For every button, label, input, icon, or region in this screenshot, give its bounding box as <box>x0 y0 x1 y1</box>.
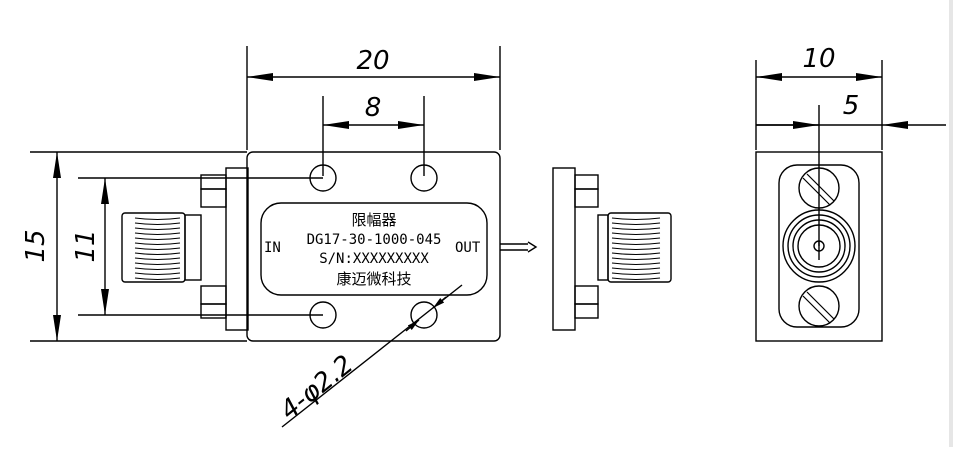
port-label-in: IN <box>264 240 281 256</box>
mount-hole <box>410 164 438 192</box>
input-connector <box>121 167 249 331</box>
page-edge <box>949 0 953 447</box>
thread-line <box>134 222 181 226</box>
dim-text-10: 10 <box>802 44 835 74</box>
thread-line <box>134 272 181 276</box>
side-profile-view <box>552 167 672 331</box>
hole-callout-text: 4-φ2.2 <box>275 350 359 426</box>
thread-line <box>134 242 181 246</box>
thread-line <box>611 247 661 251</box>
thread-line <box>611 227 661 231</box>
thread-line <box>611 257 661 261</box>
thread-line <box>611 267 661 271</box>
connector-face <box>782 209 856 283</box>
thread-line <box>134 247 181 251</box>
thread-line <box>611 272 661 276</box>
thread-line <box>134 262 181 266</box>
thread-line <box>134 227 181 231</box>
thread-line <box>611 252 661 256</box>
thread-line <box>611 242 661 246</box>
thread-line <box>134 232 181 236</box>
dim-overall-height <box>30 151 247 342</box>
hole-callout-leader <box>281 284 463 428</box>
nameplate-title: 限幅器 <box>351 211 396 229</box>
thread-line <box>611 232 661 236</box>
screw-head <box>798 285 840 327</box>
mount-hole <box>410 301 438 329</box>
thread-line <box>611 237 661 241</box>
thread-line <box>611 217 661 221</box>
dim-text-8: 8 <box>365 93 382 123</box>
nameplate-serial: S/N:XXXXXXXXX <box>319 251 429 267</box>
thread-line <box>134 267 181 271</box>
port-label-out: OUT <box>455 240 481 256</box>
dim-hole-spacing <box>322 96 425 176</box>
mount-hole <box>309 301 337 329</box>
screw-head <box>798 167 840 209</box>
output-pin <box>500 241 538 253</box>
limiter-body <box>246 151 501 342</box>
nameplate <box>260 202 488 296</box>
thread-line <box>611 277 661 281</box>
nameplate-maker: 康迈微科技 <box>336 270 411 288</box>
dim-text-11: 11 <box>71 229 101 262</box>
dim-overall-length <box>246 46 501 150</box>
thread-line <box>134 237 181 241</box>
nameplate-model: DG17-30-1000-045 <box>307 232 442 248</box>
dim-text-5: 5 <box>843 91 860 121</box>
mount-hole <box>309 164 337 192</box>
dim-text-15: 15 <box>21 229 51 262</box>
thread-line <box>611 262 661 266</box>
thread-line <box>134 257 181 261</box>
thread-line <box>134 277 181 281</box>
thread-line <box>611 222 661 226</box>
thread-line <box>134 252 181 256</box>
end-view <box>755 60 946 342</box>
dim-text-20: 20 <box>356 46 389 76</box>
thread-line <box>134 217 181 221</box>
